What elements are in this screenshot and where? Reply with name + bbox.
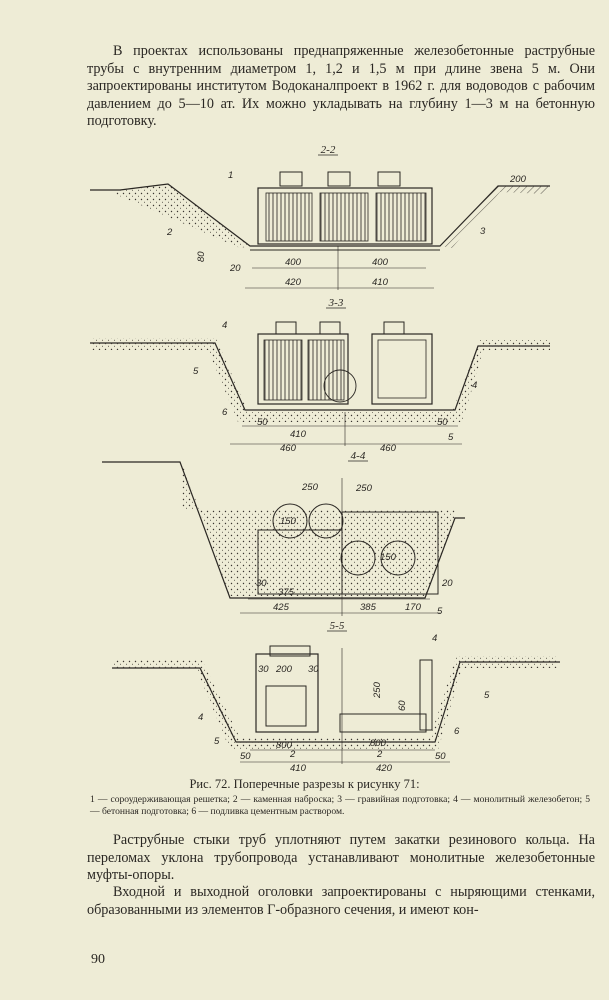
dimension-label: 460 [280,443,297,454]
dimension-label: 2 [376,749,383,760]
dimension-label: 400 [285,257,302,268]
dimension-label: 250 [355,483,373,494]
dimension-label: 20 [229,263,241,274]
dimension-label: 150 [380,552,397,563]
section-5-5: 5-5 4 5 4 5 6 200 30 30 250 60 800 800 5… [112,620,560,774]
section-4-4: 4-4 5 250 250 150 150 30 375 20 425 170 … [102,450,465,617]
dimension-label: 800 [370,738,387,749]
callout-label: 3 [480,226,486,237]
callout-label: 4 [432,633,437,644]
dimension-label: 250 [301,482,319,493]
body-paragraph: Раструбные стыки труб уплотняют путем за… [87,832,595,884]
dimension-label: 400 [372,257,389,268]
callout-label: 2 [166,227,173,238]
cross-sections-figure: 2-2 1 2 3 200 80 20 400 400 420 410 3-3 [90,144,560,774]
callout-label: 6 [222,407,228,418]
section-title: 4-4 [351,450,366,462]
dimension-label: 170 [405,602,422,613]
dimension-label: 80 [196,251,207,262]
dimension-label: 420 [285,277,302,288]
dimension-label: 20 [441,578,453,589]
callout-label: 4 [222,320,227,331]
section-title: 2-2 [321,144,336,156]
intro-paragraph: В проектах использованы преднапряженные … [87,43,595,130]
callout-label: 6 [454,726,460,737]
dimension-label: 385 [360,602,377,613]
dimension-label: 50 [435,751,446,762]
dimension-label: 50 [257,417,268,428]
dimension-label: 2 [289,749,296,760]
section-3-3: 3-3 4 5 4 6 5 50 410 50 460 460 [90,297,550,454]
section-title: 3-3 [328,297,344,309]
dimension-label: 250 [372,681,383,699]
callout-label: 5 [484,690,490,701]
dimension-label: 800 [276,740,293,751]
callout-label: 4 [198,712,203,723]
body-paragraph: Входной и выходной оголовки запроектиров… [87,884,595,918]
section-2-2: 2-2 1 2 3 200 80 20 400 400 420 410 [90,144,550,290]
dimension-label: 410 [290,763,307,774]
dimension-label: 375 [278,587,295,598]
dimension-label: 200 [275,664,293,675]
callout-label: 5 [448,432,454,443]
dimension-label: 60 [397,700,408,711]
dimension-label: 30 [308,664,319,675]
callout-label: 5 [214,736,220,747]
dimension-label: 30 [258,664,269,675]
callout-label: 5 [193,366,199,377]
dimension-label: 460 [380,443,397,454]
callout-label: 1 [228,170,233,181]
page-number: 90 [91,952,105,967]
dimension-label: 50 [437,417,448,428]
callout-label: 4 [472,380,477,391]
dimension-label: 410 [290,429,307,440]
section-title: 5-5 [330,620,345,632]
figure-caption-title: Рис. 72. Поперечные разрезы к рисунку 71… [189,777,420,791]
dimension-label: 150 [280,516,297,527]
dimension-label: 200 [509,174,527,185]
dimension-label: 410 [372,277,389,288]
figure-caption-legend: 1 — сороудерживающая решетка; 2 — каменн… [90,794,590,817]
dimension-label: 420 [376,763,393,774]
callout-label: 5 [437,606,443,617]
dimension-label: 30 [256,578,267,589]
dimension-label: 425 [273,602,290,613]
dimension-label: 50 [240,751,251,762]
